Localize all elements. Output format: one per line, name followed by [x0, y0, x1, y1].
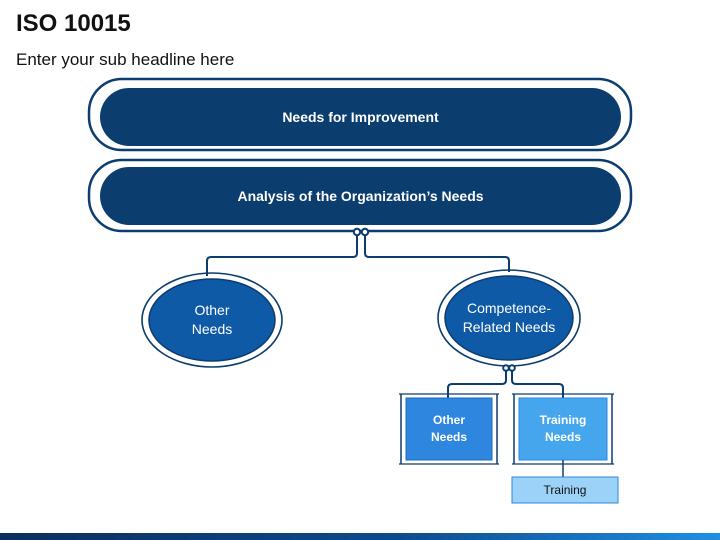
other-needs-oval-label: Other Needs	[191, 302, 233, 337]
other-needs-oval	[141, 272, 283, 368]
training-needs-box-label: Training Needs	[539, 413, 587, 444]
needs-for-improvement-bar	[87, 77, 633, 152]
connector-bar-to-ovals	[206, 227, 510, 276]
connector-oval-to-boxes	[447, 364, 564, 398]
other-needs-box-label: Other Needs	[430, 413, 468, 444]
competence-related-needs-oval	[437, 269, 581, 367]
training-needs-box	[512, 393, 614, 465]
needs-for-improvement-label: Needs for Improvement	[282, 109, 439, 125]
training-tag-label: Training	[543, 483, 587, 497]
analysis-bar	[87, 158, 633, 233]
page-subtitle: Enter your sub headline here	[16, 50, 235, 69]
bottom-accent-strip	[0, 533, 720, 540]
training-tag-box	[511, 476, 619, 504]
analysis-label: Analysis of the Organization’s Needs	[237, 188, 484, 204]
other-needs-box	[399, 393, 499, 465]
page-title: ISO 10015	[16, 10, 131, 37]
competence-related-needs-label: Competence- Related Needs	[462, 300, 556, 335]
